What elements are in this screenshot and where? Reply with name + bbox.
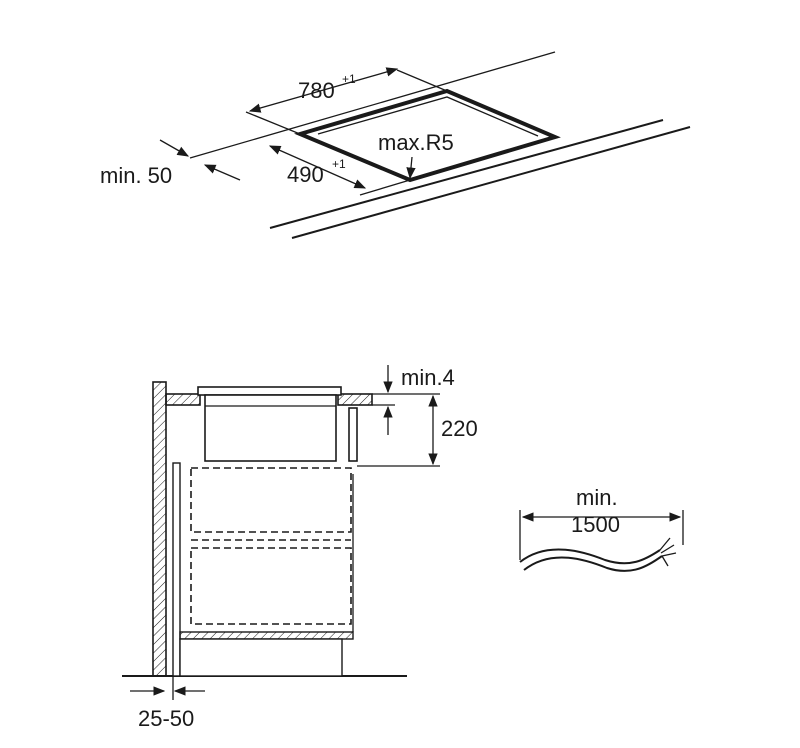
dim-line-490	[268, 145, 367, 189]
cable-wire-ends	[659, 537, 677, 567]
dim-arrow-min50-upper	[159, 139, 190, 157]
dim-arrow-min50-lower	[203, 164, 241, 181]
drawer-upper	[190, 467, 352, 533]
hob-body	[204, 394, 337, 462]
radius-label: max.R5	[378, 130, 454, 155]
cable-outline-top	[519, 548, 661, 565]
cable-outline-bottom	[523, 555, 663, 572]
worktop-back-edge	[189, 51, 556, 159]
radius-leader	[406, 156, 416, 180]
top-view: 780 +1 490 +1 max.R5 min. 50	[100, 51, 691, 239]
worktop-section-left	[165, 393, 201, 406]
edge-distance-label: min. 50	[100, 163, 172, 188]
height-label: 220	[441, 416, 478, 441]
cabinet-side-panel	[348, 407, 358, 462]
wall-gap-label: 25-50	[138, 706, 194, 731]
worktop-front-edge-top	[269, 119, 664, 229]
hob-top-plate	[197, 386, 342, 396]
ext-line-780-right	[396, 69, 448, 92]
cable-detail: min. 1500	[519, 485, 684, 572]
worktop-section-right	[337, 393, 373, 406]
dim-line-780	[248, 67, 399, 113]
depth-tolerance: +1	[332, 157, 346, 171]
width-tolerance: +1	[342, 72, 356, 86]
side-view: min.4 220 25-50	[122, 365, 478, 731]
cable-length-label-value: 1500	[571, 512, 620, 537]
cabinet-plinth	[179, 638, 343, 677]
gap-label: min.4	[401, 365, 455, 390]
cabinet-bottom-shelf	[179, 631, 354, 640]
wall	[152, 381, 167, 677]
worktop-front-edge-bottom	[291, 126, 691, 239]
ext-line-490-bottom	[359, 179, 411, 196]
ext-line-780-left	[245, 111, 301, 135]
drawer-lower	[190, 547, 352, 625]
depth-label: 490	[287, 162, 324, 187]
cabinet-back-panel	[172, 462, 181, 677]
width-label: 780	[298, 78, 335, 103]
cutout-inner-edge	[317, 96, 539, 137]
cable-length-label-min: min.	[576, 485, 618, 510]
